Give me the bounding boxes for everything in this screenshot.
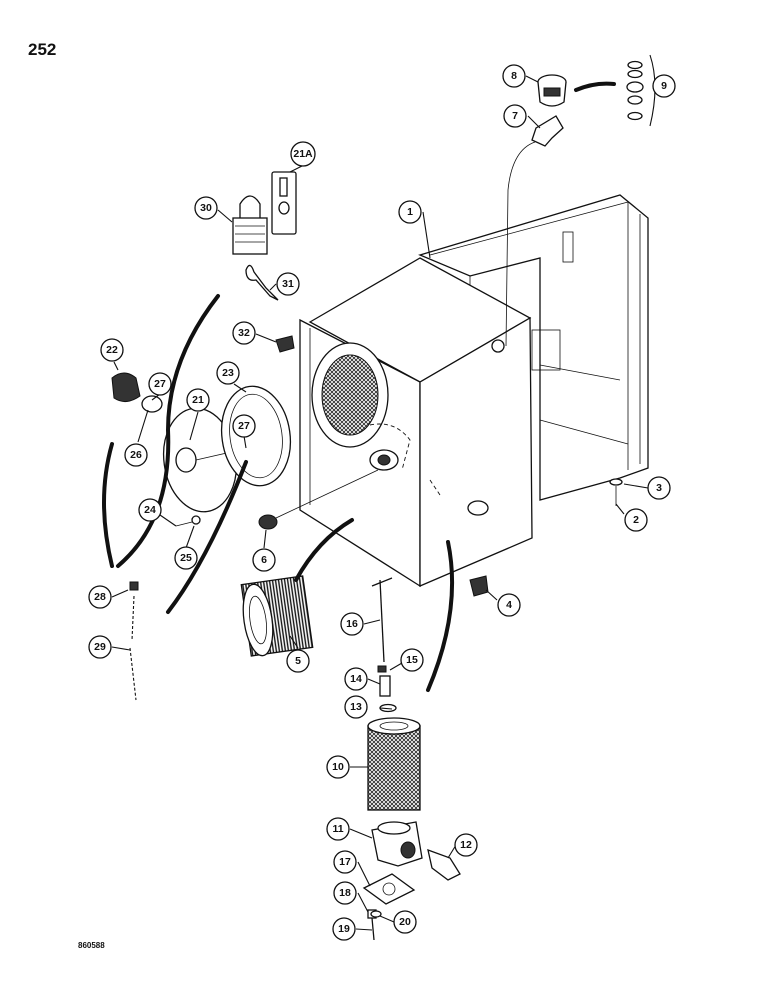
callout-20: 20: [393, 910, 417, 934]
svg-text:26: 26: [130, 449, 142, 461]
part-21-cover-plate: [162, 407, 263, 513]
svg-text:28: 28: [94, 591, 106, 603]
callout-4: 4: [497, 593, 521, 617]
svg-text:31: 31: [282, 278, 294, 290]
part-8-breather-cap: [537, 74, 567, 107]
svg-text:18: 18: [339, 887, 351, 899]
svg-text:21A: 21A: [293, 148, 313, 160]
callout-1: 1: [398, 200, 422, 224]
callout-10: 10: [326, 755, 350, 779]
svg-text:1: 1: [407, 206, 413, 218]
callout-6: 6: [252, 548, 276, 572]
callout-15: 15: [400, 648, 424, 672]
svg-text:27: 27: [154, 378, 166, 390]
svg-text:16: 16: [346, 618, 358, 630]
callout-18: 18: [333, 881, 357, 905]
part-22-filler-cap: [111, 372, 141, 402]
part-21a-hasp: [271, 171, 297, 235]
part-11-filter-housing: [371, 821, 423, 867]
svg-text:19: 19: [338, 923, 350, 935]
part-16-rod: [371, 577, 393, 663]
part-6-plug: [258, 514, 278, 530]
callout-28: 28: [88, 585, 112, 609]
svg-text:7: 7: [512, 110, 518, 122]
part-28-nut: [129, 581, 139, 591]
callout-29: 29: [88, 635, 112, 659]
part-23-gasket: [220, 385, 292, 487]
callout-31: 31: [276, 272, 300, 296]
svg-text:5: 5: [295, 655, 301, 667]
svg-text:8: 8: [511, 70, 517, 82]
callout-16: 16: [340, 612, 364, 636]
part-26-gasket: [141, 395, 163, 413]
svg-text:32: 32: [238, 327, 250, 339]
svg-text:15: 15: [406, 654, 418, 666]
callout-27-a: 27: [148, 372, 172, 396]
callout-27-b: 27: [232, 414, 256, 438]
svg-text:11: 11: [332, 823, 343, 835]
svg-text:13: 13: [350, 701, 362, 713]
callout-7: 7: [503, 104, 527, 128]
callout-3: 3: [647, 476, 671, 500]
svg-text:24: 24: [144, 504, 156, 516]
leader-lines: [111, 75, 649, 931]
callout-13: 13: [344, 695, 368, 719]
callout-12: 12: [454, 833, 478, 857]
hydraulic-tank: [299, 194, 649, 588]
svg-text:21: 21: [192, 394, 204, 406]
callout-22: 22: [100, 338, 124, 362]
part-17-flange: [362, 873, 416, 905]
svg-text:9: 9: [661, 80, 667, 92]
part-4-drain-plug: [469, 575, 489, 597]
part-5-filter: [240, 575, 314, 657]
svg-text:14: 14: [350, 673, 362, 685]
callout-5: 5: [286, 649, 310, 673]
svg-text:2: 2: [633, 514, 639, 526]
svg-text:22: 22: [106, 344, 118, 356]
drawing-code: 860588: [78, 941, 105, 950]
part-30-padlock: [232, 195, 268, 255]
callout-30: 30: [194, 196, 218, 220]
svg-text:6: 6: [261, 554, 267, 566]
callout-9: 9: [652, 74, 676, 98]
page-number: 252: [28, 40, 57, 59]
callout-24: 24: [138, 498, 162, 522]
svg-text:30: 30: [200, 202, 212, 214]
part-12-switch: [427, 848, 461, 881]
svg-text:23: 23: [222, 367, 234, 379]
part-29-chain: [129, 595, 137, 701]
svg-text:29: 29: [94, 641, 106, 653]
callout-19: 19: [332, 917, 356, 941]
callout-11: 11: [326, 817, 350, 841]
svg-text:3: 3: [656, 482, 662, 494]
callout-26: 26: [124, 443, 148, 467]
callout-23: 23: [216, 361, 240, 385]
callout-21: 21: [186, 388, 210, 412]
callout-25: 25: [174, 546, 198, 570]
part-10-filter-element: [367, 717, 421, 811]
callout-21a: 21A: [290, 141, 316, 167]
svg-text:12: 12: [460, 839, 472, 851]
callout-8: 8: [502, 64, 526, 88]
part-32-plug: [275, 335, 295, 353]
callout-32: 32: [232, 321, 256, 345]
part-9-seal-kit: [626, 54, 656, 127]
svg-text:20: 20: [399, 916, 411, 928]
part-31-clip: [245, 264, 279, 301]
callout-17: 17: [333, 850, 357, 874]
part-7-elbow-fitting: [531, 115, 564, 147]
svg-text:27: 27: [238, 420, 250, 432]
svg-text:10: 10: [332, 761, 344, 773]
callout-2: 2: [624, 508, 648, 532]
svg-text:4: 4: [506, 599, 512, 611]
svg-text:25: 25: [180, 552, 192, 564]
svg-text:17: 17: [339, 856, 351, 868]
callout-14: 14: [344, 667, 368, 691]
